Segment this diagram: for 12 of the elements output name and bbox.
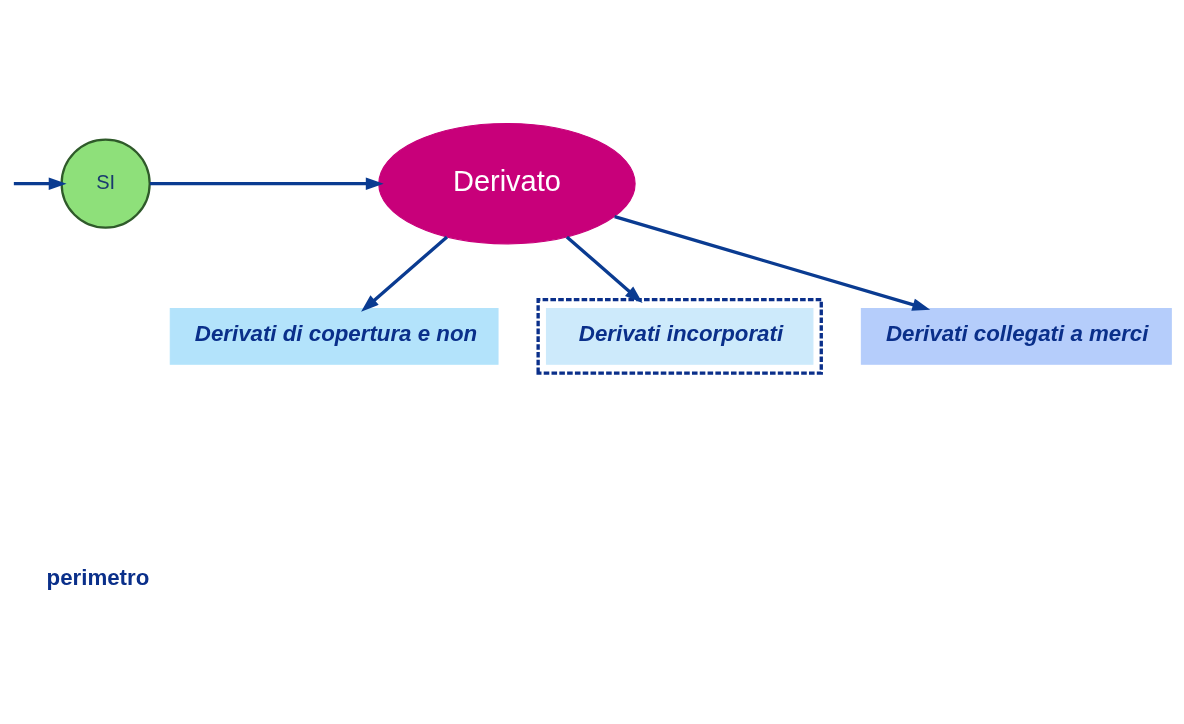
arrow (565, 235, 643, 303)
node-box: Derivati di copertura e non (169, 307, 499, 365)
arrow (614, 215, 931, 311)
arrow (13, 177, 67, 190)
arrow (149, 177, 384, 190)
node-box: Derivati incorporati (545, 307, 814, 365)
node-ellipse: Derivato (378, 122, 636, 245)
arrow (361, 235, 449, 312)
node-box: Derivati collegati a merci (860, 307, 1172, 365)
label: perimetro (46, 564, 150, 590)
cluster (536, 297, 823, 375)
node-circle: SI (60, 138, 151, 229)
